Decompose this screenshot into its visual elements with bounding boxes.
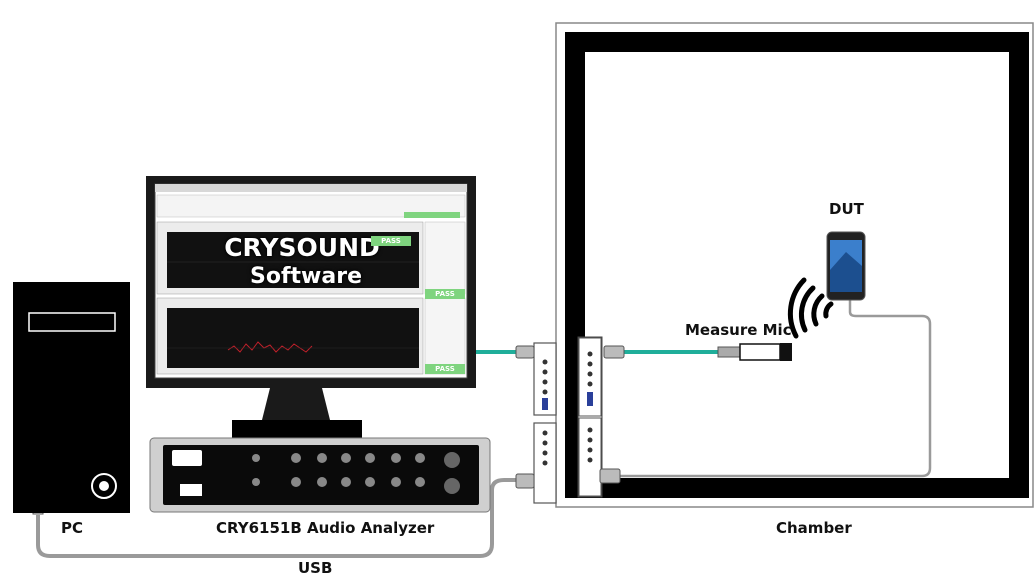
label-pc: PC — [61, 519, 84, 537]
plot-trace — [227, 341, 313, 353]
chamber-connector-panel — [533, 342, 593, 504]
label-measure-mic: Measure Mic — [685, 321, 792, 339]
pc-tower — [13, 282, 130, 513]
label-chamber: Chamber — [776, 519, 852, 537]
pass-badge-2: PASS — [425, 289, 465, 299]
monitor — [146, 176, 476, 440]
dut-phone — [826, 231, 866, 301]
dut-cable — [604, 300, 932, 478]
usb-cable — [36, 478, 520, 558]
chamber — [555, 22, 1034, 508]
pass-badge-3: PASS — [425, 364, 465, 374]
software-subtitle: Software — [250, 264, 362, 289]
measure-mic — [717, 343, 792, 361]
label-dut: DUT — [829, 200, 864, 218]
audio-analyzer — [149, 437, 491, 513]
pass-badge-1: PASS — [371, 236, 411, 246]
label-usb: USB — [298, 559, 333, 577]
label-analyzer: CRY6151B Audio Analyzer — [216, 519, 435, 537]
sound-wave-icon — [787, 277, 834, 339]
software-title: CRYSOUND — [224, 233, 380, 262]
